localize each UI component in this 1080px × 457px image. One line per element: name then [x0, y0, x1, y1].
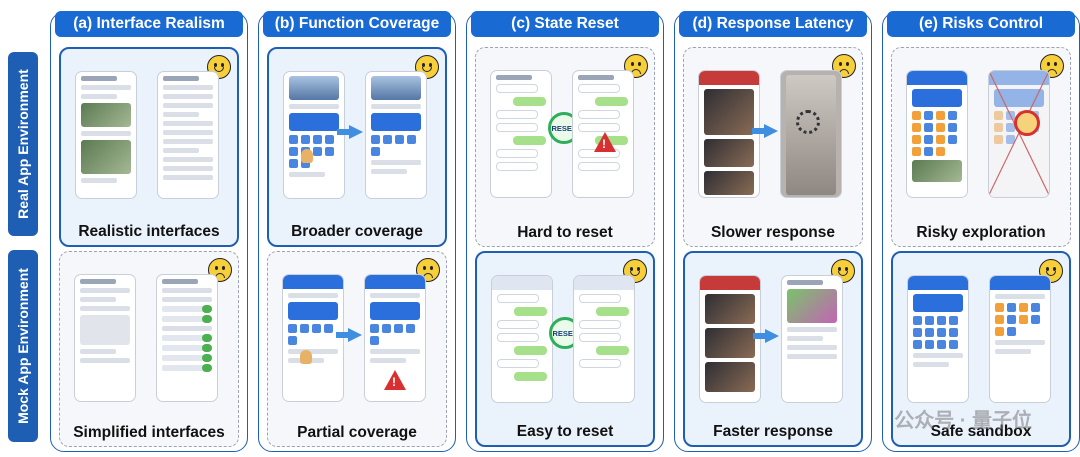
real-video-player-screen	[780, 70, 842, 198]
transition-arrow-icon	[753, 329, 779, 343]
panel-safe-sandbox: Safe sandbox	[891, 251, 1071, 447]
real-travel-search-screen	[365, 71, 427, 199]
stop-hand-icon	[1014, 110, 1040, 136]
panel-caption: Broader coverage	[291, 223, 423, 240]
panel-realistic-interfaces: Realistic interfaces	[59, 47, 239, 247]
real-payment-app-screen-blocked	[988, 70, 1050, 198]
mock-app-screen	[74, 274, 136, 402]
real-video-feed-screen	[698, 70, 760, 198]
panel-caption: Safe sandbox	[930, 423, 1032, 440]
warning-triangle-icon	[594, 132, 616, 152]
column-header: (d) Response Latency	[679, 11, 867, 37]
mock-chat-screen-after	[573, 275, 635, 403]
panel-caption: Risky exploration	[916, 224, 1046, 241]
panel-partial-coverage: Partial coverage	[267, 251, 447, 447]
real-chat-screen	[490, 70, 552, 198]
tap-hand-icon	[300, 350, 312, 364]
warning-triangle-icon	[384, 370, 406, 390]
row-label-real-text: Real App Environment	[15, 69, 31, 219]
mock-video-feed-screen	[699, 275, 761, 403]
column-state-reset: (c) State Reset RESET Hard to reset RESE…	[466, 11, 664, 452]
mock-travel-search-screen	[364, 274, 426, 402]
panel-broader-coverage: Broader coverage	[267, 47, 447, 247]
smiling-face-icon	[1039, 259, 1063, 283]
frowning-face-icon	[624, 54, 648, 78]
smiling-face-icon	[831, 259, 855, 283]
tap-hand-icon	[301, 149, 313, 163]
panel-easy-to-reset: RESET Easy to reset	[475, 251, 655, 447]
row-label-mock: Mock App Environment	[8, 250, 38, 442]
column-header: (b) Function Coverage	[263, 11, 451, 37]
transition-arrow-icon	[752, 124, 778, 138]
panel-faster-response: Faster response	[683, 251, 863, 447]
panel-caption: Realistic interfaces	[78, 223, 220, 240]
column-interface-realism: (a) Interface Realism Realistic interfac…	[50, 11, 248, 452]
panel-caption: Easy to reset	[516, 423, 614, 440]
column-header: (e) Risks Control	[887, 11, 1075, 37]
row-label-real: Real App Environment	[8, 52, 38, 236]
column-response-latency: (d) Response Latency Slower response Fas…	[674, 11, 872, 452]
panel-hard-to-reset: RESET Hard to reset	[475, 47, 655, 247]
column-header: (c) State Reset	[471, 11, 659, 37]
row-label-mock-text: Mock App Environment	[15, 268, 32, 424]
panel-simplified-interfaces: Simplified interfaces	[59, 251, 239, 447]
panel-caption: Faster response	[713, 423, 833, 440]
transition-arrow-icon	[337, 125, 363, 139]
panel-caption: Slower response	[710, 224, 836, 241]
watermark: 公众号 · 量子位	[894, 410, 1032, 432]
mock-video-player-screen	[781, 275, 843, 403]
transition-arrow-icon	[336, 328, 362, 342]
panel-risky-exploration: Risky exploration	[891, 47, 1071, 247]
loading-spinner-icon	[796, 110, 820, 134]
mock-payment-app-screen-2	[989, 275, 1051, 403]
mock-payment-app-screen	[907, 275, 969, 403]
mock-travel-home-screen	[282, 274, 344, 402]
column-risks-control: (e) Risks Control Risky exploration	[882, 11, 1080, 452]
column-header: (a) Interface Realism	[55, 11, 243, 37]
panel-caption: Hard to reset	[517, 224, 613, 241]
real-settings-screen	[157, 71, 219, 199]
real-payment-app-screen	[906, 70, 968, 198]
real-app-screen	[75, 71, 137, 199]
panel-caption: Partial coverage	[297, 424, 417, 441]
panel-slower-response: Slower response	[683, 47, 863, 247]
panel-caption: Simplified interfaces	[73, 424, 225, 441]
mock-settings-screen	[156, 274, 218, 402]
column-function-coverage: (b) Function Coverage Broader coverage	[258, 11, 456, 452]
smiling-face-icon	[623, 259, 647, 283]
mock-chat-screen	[491, 275, 553, 403]
real-travel-home-screen	[283, 71, 345, 199]
